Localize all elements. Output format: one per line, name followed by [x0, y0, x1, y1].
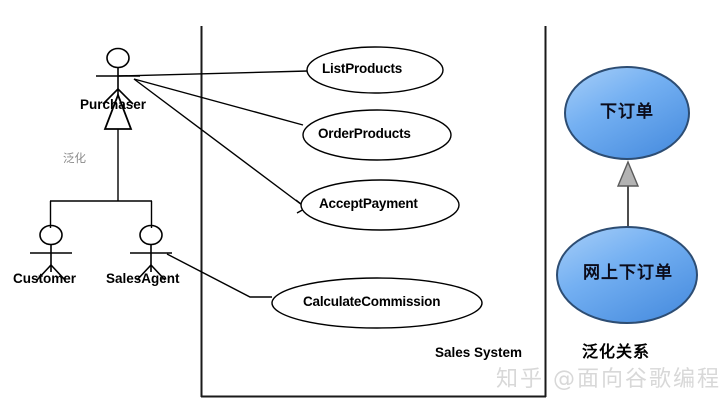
actor-head — [39, 224, 63, 246]
node-child-shape — [556, 226, 698, 324]
actor-leg-left — [136, 264, 152, 281]
actor-leg-left — [36, 264, 52, 281]
use-case-label-calculatecommission: CalculateCommission — [303, 294, 441, 309]
use-case-label-listproducts: ListProducts — [322, 61, 403, 76]
actor-leg-left — [102, 88, 119, 105]
side-panel-caption: 泛化关系 — [582, 342, 651, 361]
generalization-arrowhead-purchaser — [103, 92, 133, 130]
system-boundary-label: Sales System — [435, 345, 523, 360]
actor-label-salesagent: SalesAgent — [106, 271, 180, 286]
use-case-label-orderproducts: OrderProducts — [318, 126, 411, 141]
assoc-purchaser-acceptpayment — [133, 78, 307, 209]
node-parent-shape — [564, 66, 690, 160]
actor-customer — [30, 224, 72, 281]
use-case-acceptpayment-shape — [300, 179, 460, 231]
generalization-arrowhead-parent — [616, 160, 640, 187]
system-boundary — [200, 26, 547, 398]
side-panel-label-parent: 下订单 — [600, 102, 654, 122]
use-case-listproducts-shape — [306, 46, 444, 94]
association-lines — [117, 70, 309, 298]
use-case-ellipses — [271, 46, 483, 329]
actor-purchaser — [96, 47, 140, 105]
watermark: 知乎 @面向谷歌编程 — [496, 367, 720, 392]
generalization-note-label: 泛化 — [63, 151, 86, 165]
assoc-purchaser-listproducts — [117, 70, 309, 77]
side-panel-generalization — [556, 66, 698, 324]
actor-label-purchaser: Purchaser — [80, 97, 147, 112]
actor-leg-right — [150, 264, 166, 281]
actor-head — [139, 224, 163, 246]
actor-head — [106, 47, 130, 69]
use-case-calculatecommission-shape — [271, 277, 483, 329]
generalization-tree — [49, 128, 153, 228]
side-panel-label-child: 网上下订单 — [583, 263, 673, 283]
assoc-salesagent-calculatecommission — [166, 253, 272, 298]
use-case-label-acceptpayment: AcceptPayment — [319, 196, 418, 211]
actor-leg-right — [117, 88, 134, 105]
actor-label-customer: Customer — [13, 271, 77, 286]
actor-salesagent — [130, 224, 172, 281]
assoc-purchaser-orderproducts — [133, 78, 304, 126]
use-case-orderproducts-shape — [302, 109, 452, 161]
actor-leg-right — [50, 264, 66, 281]
